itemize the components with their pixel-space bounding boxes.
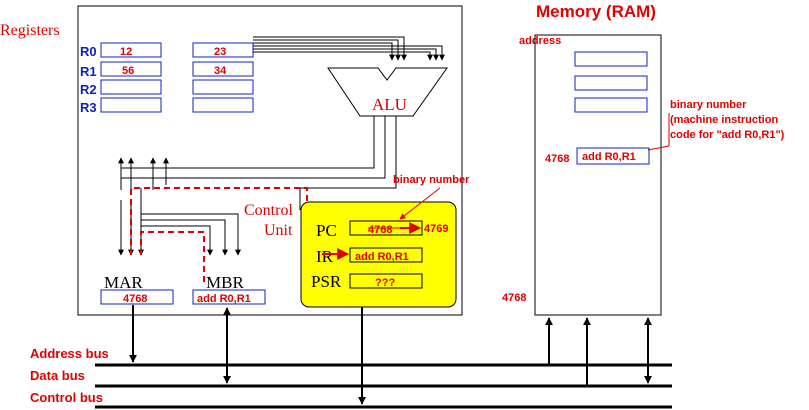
memory-cell-address: 4768 [545, 153, 569, 165]
register-name-r2: R2 [80, 82, 97, 97]
address-bus-label: Address bus [30, 346, 109, 361]
bus-lines [95, 363, 672, 409]
memory-note-line3: code for "add R0,R1") [670, 129, 785, 141]
register-r0-left-value: 12 [120, 46, 132, 58]
control-unit-label-line1: Control [244, 202, 293, 219]
register-r1-right-value: 34 [214, 65, 227, 77]
pc-register [349, 220, 423, 236]
memory-note-line2: (machine instruction [670, 114, 778, 126]
memory-title: Memory (RAM) [536, 2, 656, 21]
bus-connections [129, 305, 652, 405]
pc-label: PC [316, 221, 337, 240]
alu-shape [327, 67, 448, 117]
mbr-register [192, 289, 266, 305]
mar-value: 4768 [123, 293, 147, 305]
register-to-alu-wires [253, 36, 445, 61]
register-name-r0: R0 [80, 44, 97, 59]
mbr-value: add R0,R1 [197, 293, 251, 305]
ir-register [349, 247, 423, 263]
control-unit-label-line2: Unit [264, 222, 293, 239]
psr-register [349, 273, 423, 289]
register-r2-left [100, 79, 162, 95]
pc-next-value: 4769 [424, 223, 448, 235]
register-name-r3: R3 [80, 100, 97, 115]
memory-bottom-address: 4768 [502, 292, 526, 304]
alu-label: ALU [372, 95, 407, 114]
memory-cell-instruction [576, 147, 650, 165]
data-bus-label: Data bus [30, 368, 85, 383]
cpu-box [77, 5, 463, 316]
register-r3-left [100, 97, 162, 113]
mar-label: MAR [104, 273, 143, 292]
register-r0-right [192, 42, 254, 58]
registers-title: Registers [0, 22, 60, 39]
memory-cell-value: add R0,R1 [582, 151, 636, 163]
memory-cell-3 [574, 97, 648, 113]
internal-bus-arrows [118, 157, 301, 256]
register-r1-left-value: 56 [122, 65, 134, 77]
register-name-r1: R1 [80, 64, 97, 79]
control-bus-label: Control bus [30, 390, 103, 405]
psr-value: ??? [375, 277, 395, 289]
memory-note-pointer-tail [647, 145, 670, 151]
ir-value: add R0,R1 [355, 251, 409, 263]
register-r2-right [192, 79, 254, 95]
register-r0-left [100, 42, 162, 58]
fetch-path-lower [140, 231, 205, 286]
memory-cell-2 [574, 75, 648, 91]
alu-output-wires [121, 116, 397, 189]
pc-binary-note: binary number [393, 174, 470, 186]
register-r0-right-value: 23 [214, 46, 226, 58]
pc-value: 4768 [368, 224, 392, 236]
psr-label: PSR [311, 272, 342, 291]
register-r3-right [192, 97, 254, 113]
register-r1-left [100, 61, 162, 77]
register-r1-right [192, 61, 254, 77]
pc-binary-note-arrow [399, 187, 441, 220]
mbr-label: MBR [206, 273, 244, 292]
memory-box [534, 34, 662, 316]
memory-cell-1 [574, 51, 648, 67]
memory-note-line1: binary number [670, 99, 747, 111]
memory-address-label: address [519, 35, 561, 47]
mar-register [100, 289, 174, 305]
ir-label: IR [316, 247, 334, 266]
